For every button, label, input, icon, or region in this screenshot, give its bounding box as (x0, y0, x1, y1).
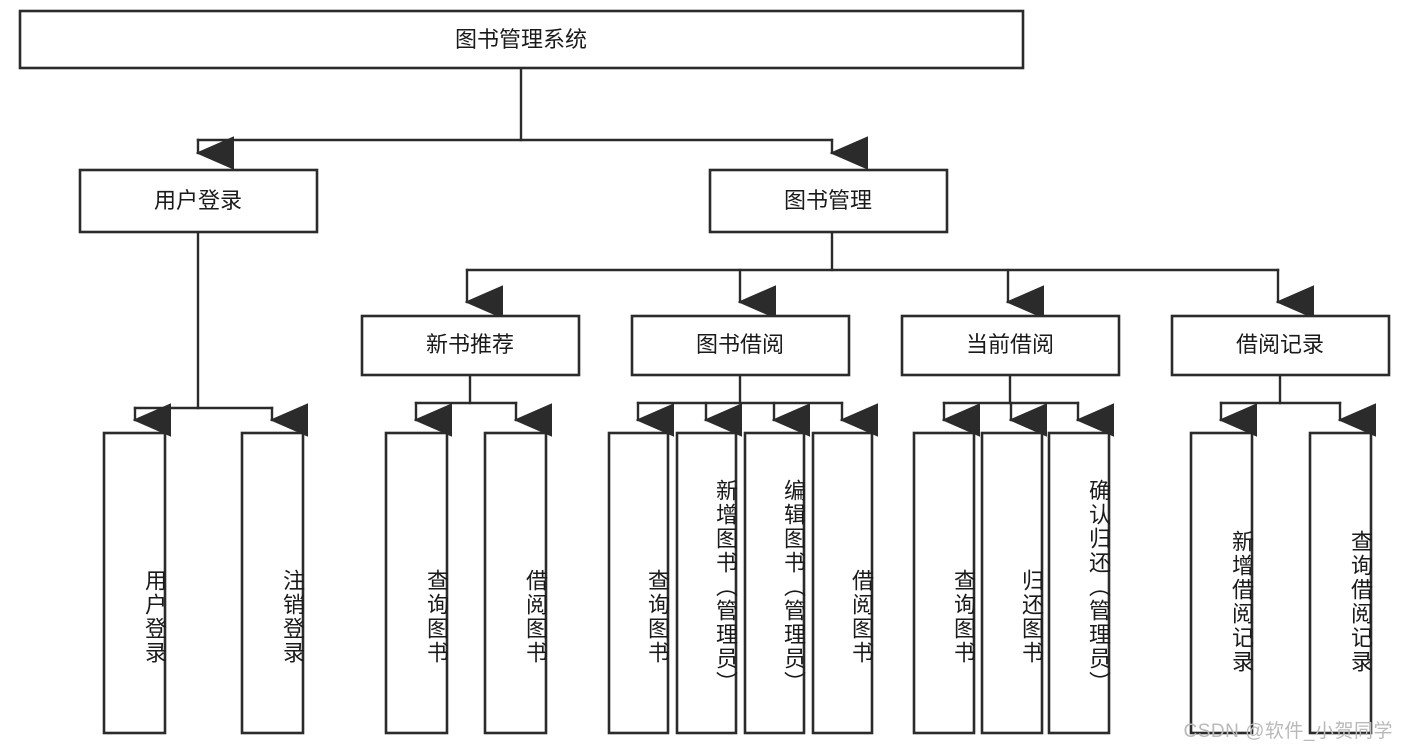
node-borrow-record-box[interactable] (1170, 314, 1391, 377)
leaf-box-borrow-book-new[interactable] (483, 431, 548, 735)
node-new-book-recommend[interactable]: 新书推荐 (360, 314, 581, 377)
leaf-box-user-login[interactable] (102, 431, 167, 735)
node-book-borrow-box[interactable] (630, 314, 851, 377)
leaf-box-edit-book-admin[interactable] (743, 431, 806, 735)
leaf-box-confirm-return-admin[interactable] (1047, 431, 1111, 735)
node-current-borrow-box[interactable] (900, 314, 1121, 377)
connector-group-root-to-level2 (195, 66, 868, 170)
node-borrow-record-label: 借阅记录 (1236, 332, 1324, 357)
node-user-login-label: 用户登录 (154, 188, 242, 213)
node-root[interactable]: 图书管理系统 (18, 9, 1025, 70)
node-book-management-box[interactable] (708, 168, 949, 234)
node-book-borrow-label: 图书借阅 (696, 332, 784, 357)
node-root-label: 图书管理系统 (455, 27, 587, 52)
node-user-login-box[interactable] (78, 168, 319, 234)
leaf-box-add-borrow-record[interactable] (1189, 431, 1254, 735)
node-book-management-label: 图书管理 (784, 188, 872, 213)
node-user-login[interactable]: 用户登录 (78, 168, 319, 234)
node-new-book-recommend-box[interactable] (360, 314, 581, 377)
node-book-borrow[interactable]: 图书借阅 (630, 314, 851, 377)
leaf-box-query-book-new[interactable] (384, 431, 449, 735)
leaf-box-borrow-book[interactable] (811, 431, 874, 735)
leaf-box-logout[interactable] (240, 431, 305, 735)
connector-group-newbook-to-leaves (413, 373, 552, 437)
leaf-boxes (102, 431, 1373, 735)
connector-group-record-to-leaves (1218, 373, 1376, 437)
connector-group-bookmgmt-to-level3 (464, 230, 1314, 319)
node-borrow-record[interactable]: 借阅记录 (1170, 314, 1391, 377)
watermark-text: CSDN @软件_小贺同学 (1183, 721, 1393, 742)
leaf-box-query-book-current[interactable] (912, 431, 976, 735)
node-current-borrow-label: 当前借阅 (966, 332, 1054, 357)
leaf-box-query-book-borrow[interactable] (607, 431, 670, 735)
connector-group-userlogin-to-leaves (132, 230, 308, 437)
leaf-box-add-book-admin[interactable] (675, 431, 738, 735)
connector-group-currentborrow-to-leaves (941, 373, 1114, 437)
node-current-borrow[interactable]: 当前借阅 (900, 314, 1121, 377)
leaf-box-query-borrow-record[interactable] (1308, 431, 1373, 735)
node-book-management[interactable]: 图书管理 (708, 168, 949, 234)
node-root-box[interactable] (18, 9, 1025, 70)
leaf-box-return-book[interactable] (980, 431, 1044, 735)
connector-group-borrow-to-leaves (635, 373, 878, 437)
node-new-book-recommend-label: 新书推荐 (426, 332, 514, 357)
